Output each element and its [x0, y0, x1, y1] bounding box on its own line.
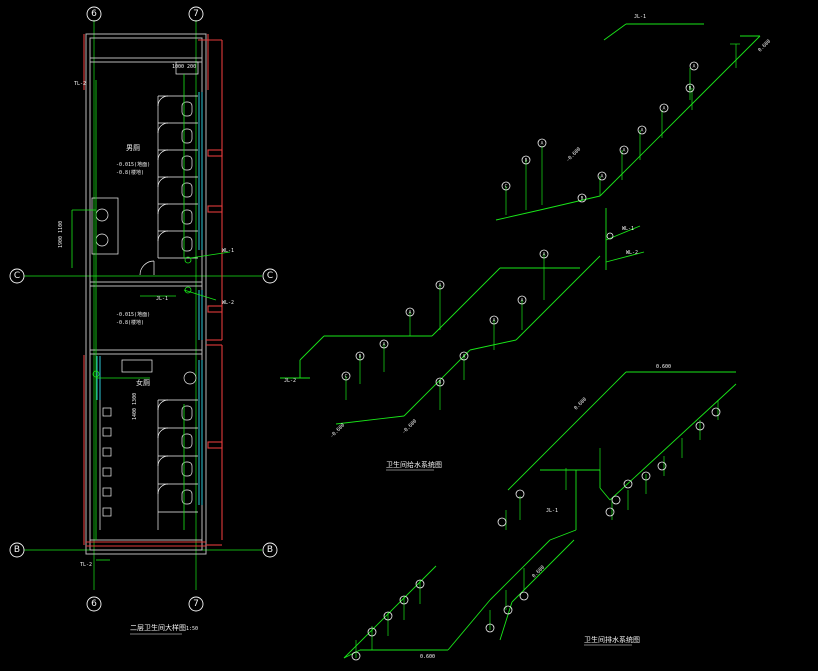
svg-text:B: B	[581, 196, 584, 201]
svg-text:A: A	[493, 318, 496, 323]
plan-label-level-upper-1: -0.015(地面)	[116, 161, 150, 168]
floor-plan: 6 7 C C B B 6 7	[9, 6, 278, 635]
plan-label-level-upper-2: -0.8(楼地)	[116, 169, 144, 176]
grid-label-bottom-col-right: 7	[193, 599, 199, 609]
svg-text:A: A	[641, 128, 644, 133]
lower-branches	[355, 400, 719, 658]
plan-title: 二层卫生间大样图	[130, 623, 186, 632]
svg-text:A: A	[463, 354, 466, 359]
lower-fixture-bubbles	[351, 407, 721, 661]
upper-label-jl2-top: JL-1	[634, 14, 646, 20]
lower-stalls	[99, 359, 198, 530]
upper-label-jl2: JL-2	[284, 378, 296, 384]
plan-label-level-lower-1: -0.015(地面)	[116, 311, 150, 318]
grid-label-top-left: 6	[91, 9, 97, 19]
grid-label-mid-left: C	[14, 271, 20, 281]
lower-label-elev-a: 0.600	[656, 364, 671, 370]
upper-main-pipes	[280, 23, 761, 425]
plan-label-wl1: WL-1	[222, 248, 234, 254]
plan-label-wl2: WL-2	[222, 300, 234, 306]
grid-label-bottom-col-left: 6	[91, 599, 97, 609]
grid-label-bottom-right: B	[267, 545, 273, 555]
svg-text:A: A	[409, 310, 412, 315]
plan-pipes	[71, 74, 231, 561]
svg-text:B: B	[525, 158, 528, 163]
plan-label-level-lower-2: -0.8(楼地)	[116, 319, 144, 326]
lower-label-elev-c: 0.600	[420, 654, 435, 660]
svg-text:B: B	[689, 86, 692, 91]
plan-label-jl1: JL-1	[156, 296, 168, 302]
svg-text:A: A	[693, 64, 696, 69]
svg-text:A: A	[601, 174, 604, 179]
svg-text:B: B	[359, 354, 362, 359]
upper-label-wl2: WL-2	[626, 250, 638, 256]
plan-label-dim-mid: 1400 1300	[132, 393, 138, 420]
svg-text:A: A	[663, 106, 666, 111]
lower-label-jl1: JL-1	[546, 508, 558, 514]
lower-system-title: 卫生间排水系统图	[584, 635, 640, 644]
grid-label-top-right: 7	[193, 9, 199, 19]
svg-text:A: A	[383, 342, 386, 347]
svg-text:A: A	[543, 252, 546, 257]
plan-label-male: 男厕	[126, 144, 140, 152]
upper-fixture-bubble-numbers: A B A A A A A B C B A A A A A A B C B A	[345, 64, 696, 385]
svg-text:A: A	[541, 141, 544, 146]
upper-fixture-bubbles	[341, 61, 699, 387]
water-supply-system-diagram: A B A A A A A B C B A A A A A A B C B A …	[280, 14, 772, 471]
svg-text:C: C	[345, 374, 348, 379]
windows	[96, 92, 203, 505]
grid-lines	[24, 20, 262, 590]
plan-label-dim-side: 1900 1100	[58, 221, 64, 248]
lower-main-pipes	[343, 371, 737, 659]
upper-system-title: 卫生间给水系统图	[386, 460, 442, 469]
wall-red-accents	[83, 34, 223, 547]
drainage-system-diagram: JL-1 0.600 0.600 0.600 0.600 卫生间排水系统图	[343, 364, 737, 661]
plan-label-tl2-top: TL-2	[74, 81, 86, 87]
svg-text:A: A	[521, 298, 524, 303]
plan-label-dim-top: 1000 200	[172, 64, 196, 70]
plan-label-tl2-bottom: TL-2	[80, 562, 92, 568]
upper-label-wl1: WL-1	[622, 226, 634, 232]
grid-bubbles	[9, 6, 278, 612]
svg-text:A: A	[439, 283, 442, 288]
svg-text:C: C	[505, 184, 508, 189]
walls	[85, 33, 207, 555]
svg-text:A: A	[623, 148, 626, 153]
grid-label-mid-right: C	[267, 271, 273, 281]
svg-text:B: B	[439, 380, 442, 385]
plan-scale: 1:50	[186, 626, 198, 632]
plan-label-female: 女厕	[136, 378, 150, 387]
grid-label-bottom-left: B	[14, 545, 20, 555]
